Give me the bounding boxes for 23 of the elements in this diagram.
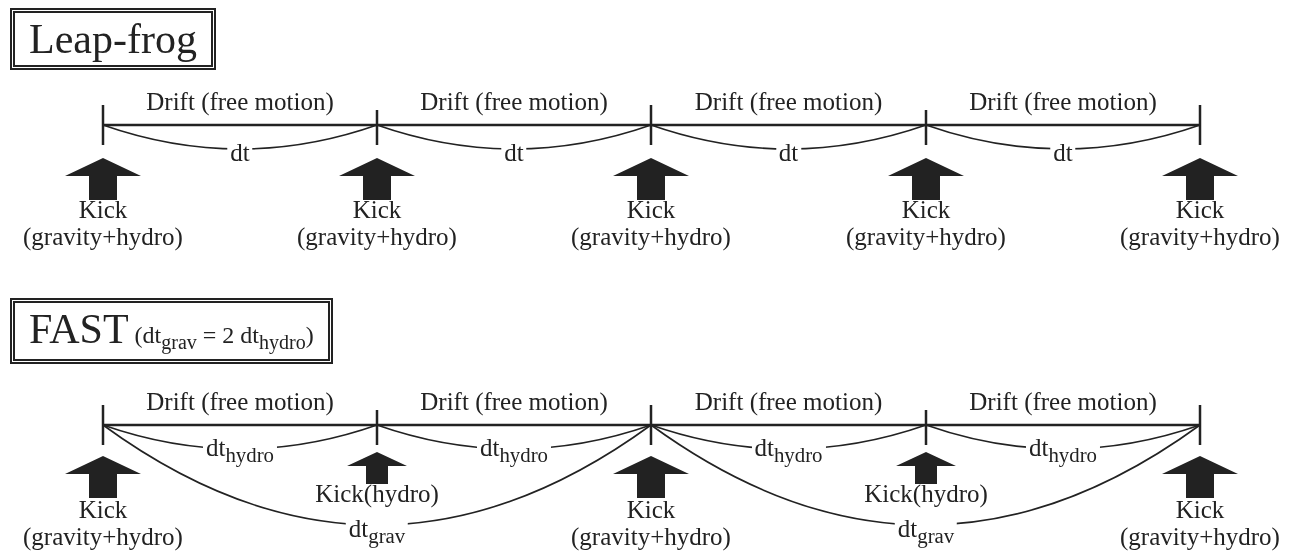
drift-label: Drift (free motion) bbox=[694, 88, 883, 115]
kick-label: Kick (gravity+hydro) bbox=[845, 196, 1007, 250]
drift-label: Drift (free motion) bbox=[420, 388, 608, 415]
title: FAST bbox=[29, 305, 129, 353]
drift-label: Drift (free motion) bbox=[420, 88, 608, 115]
kick-label: Kick (gravity+hydro) bbox=[22, 496, 184, 550]
kick-label: Kick(hydro) bbox=[864, 480, 988, 507]
drift-label: Drift (free motion) bbox=[694, 388, 883, 415]
kick-label: Kick (gravity+hydro) bbox=[570, 196, 732, 250]
kick-label: Kick (gravity+hydro) bbox=[22, 196, 184, 250]
kick-label: Kick (gravity+hydro) bbox=[1119, 196, 1281, 250]
title-box bbox=[10, 8, 216, 70]
kick-label: Kick (gravity+hydro) bbox=[1119, 496, 1281, 550]
drift-label: Drift (free motion) bbox=[146, 388, 334, 415]
title-box bbox=[10, 298, 333, 364]
drift-label: Drift (free motion) bbox=[969, 388, 1157, 415]
kick-label: Kick(hydro) bbox=[315, 480, 439, 507]
formula: (dt$_{grav}$ = 2 dt$_{hydro}$) bbox=[134, 321, 314, 356]
title: Leap-frog bbox=[29, 15, 197, 63]
drift-label: Drift (free motion) bbox=[969, 88, 1157, 115]
drift-label: Drift (free motion) bbox=[146, 88, 334, 115]
kick-label: Kick (gravity+hydro) bbox=[570, 496, 732, 550]
kick-label: Kick (gravity+hydro) bbox=[296, 196, 458, 250]
